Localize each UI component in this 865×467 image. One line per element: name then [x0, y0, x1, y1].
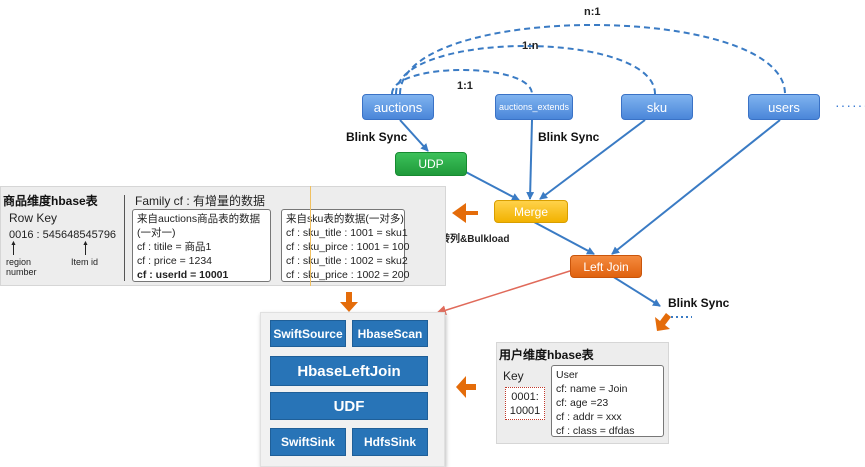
item-id-pointer: [85, 243, 86, 255]
family-title: Family cf : 有增量的数据: [135, 194, 266, 208]
bulkload-label: 行转列&Bulkload: [430, 234, 510, 245]
row-key-label: Row Key: [9, 211, 58, 225]
user-hbase-panel: 用户维度hbase表 Key 0001: 10001 User cf: name…: [496, 342, 669, 444]
user-key-box: 0001: 10001: [505, 387, 545, 420]
relation-label-11: 1:1: [457, 80, 473, 92]
product-hbase-panel: 商品维度hbase表 Row Key 0016 : 545648545796 ▲…: [0, 186, 446, 286]
sku-data-box: 来自sku表的数据(一对多) cf : sku_title : 1001 = s…: [281, 209, 409, 282]
blink-sync-label-mid: Blink Sync: [538, 130, 600, 144]
udf-block: UDF: [270, 392, 428, 420]
swift-sink-block: SwiftSink: [270, 428, 346, 456]
blink-sync-label-right: Blink Sync: [668, 296, 730, 310]
left-join-node: Left Join: [570, 255, 642, 278]
user-panel-title: 用户维度hbase表: [499, 348, 594, 362]
orange-arrow-user: [456, 376, 476, 398]
more-sources-ellipsis: ······: [835, 97, 865, 113]
source-users: users: [748, 94, 820, 120]
hbase-scan-block: HbaseScan: [352, 320, 428, 347]
product-panel-title: 商品维度hbase表: [3, 194, 98, 208]
orange-arrow-down: [340, 292, 358, 312]
item-id-pointer-head: ▲: [82, 240, 89, 247]
udp-node: UDP: [395, 152, 467, 176]
hdfs-sink-block: HdfsSink: [352, 428, 428, 456]
merge-node: Merge: [494, 200, 568, 223]
source-auctions: auctions: [362, 94, 434, 120]
relation-label-1n: 1:n: [522, 40, 539, 52]
region-pointer-head: ▲: [10, 240, 17, 247]
panel-highlight-line: [310, 186, 311, 286]
blink-sync-label-left: Blink Sync: [346, 130, 408, 144]
relation-arc-1n: [395, 45, 656, 95]
hbase-left-join-block: HbaseLeftJoin: [270, 356, 428, 386]
panel-divider: [124, 195, 125, 281]
source-auctions-extends: auctions_extends: [495, 94, 573, 120]
orange-arrow-bulkload: [452, 203, 478, 223]
region-pointer: [13, 243, 14, 255]
region-number-label: region number: [6, 257, 37, 277]
row-key-value: 0016 : 545648545796: [9, 229, 117, 241]
source-sku: sku: [621, 94, 693, 120]
relation-label-n1: n:1: [584, 6, 601, 18]
item-id-label: Item id: [71, 257, 99, 267]
user-key-label: Key: [503, 369, 524, 383]
user-fields-box: User cf: name = Join cf: age =23 cf : ad…: [551, 365, 664, 437]
orange-arrow-blink: [655, 313, 671, 331]
auctions-data-box: 来自auctions商品表的数据 (一对一) cf : titile = 商品1…: [132, 209, 271, 282]
swift-source-block: SwiftSource: [270, 320, 346, 347]
